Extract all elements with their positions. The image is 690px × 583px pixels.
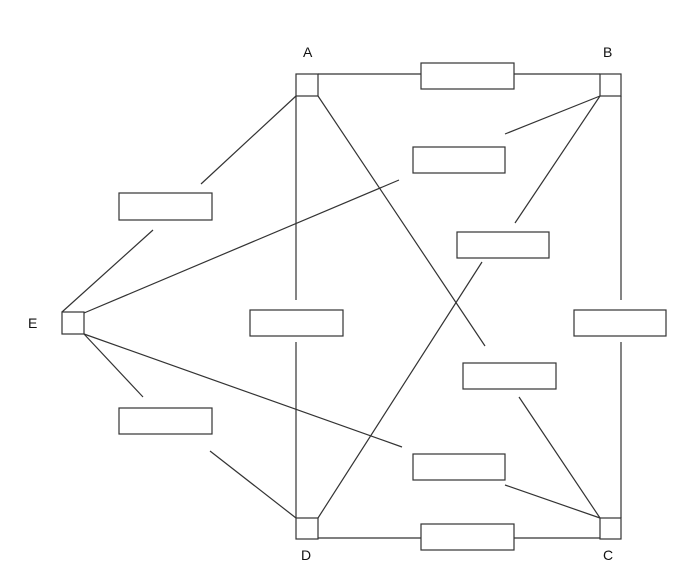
edge-e-c <box>504 484 601 519</box>
edge-e-d <box>83 333 144 398</box>
node-label-d: D <box>301 547 311 563</box>
edges <box>61 73 622 539</box>
edge-e-d <box>209 450 297 519</box>
edge-a-c <box>317 95 486 347</box>
node-c[interactable] <box>599 517 622 540</box>
label-box-e-b[interactable] <box>412 146 506 174</box>
node-e[interactable] <box>61 311 85 335</box>
label-box-b-d[interactable] <box>456 231 550 259</box>
node-label-a: A <box>303 44 313 60</box>
label-box-a-d[interactable] <box>249 309 344 337</box>
label-box-b-c[interactable] <box>573 309 667 337</box>
edge-e-a <box>200 95 297 185</box>
node-label-b: B <box>603 44 612 60</box>
label-box-e-d[interactable] <box>118 407 213 435</box>
node-label-e: E <box>28 315 37 331</box>
node-b[interactable] <box>599 73 622 97</box>
label-box-e-c[interactable] <box>412 453 506 481</box>
label-box-e-a[interactable] <box>118 192 213 221</box>
nodes <box>61 73 622 540</box>
edge-b-d <box>317 261 483 519</box>
edge-e-b <box>83 179 400 314</box>
label-box-a-b[interactable] <box>420 62 515 90</box>
label-box-d-c[interactable] <box>420 523 515 551</box>
edge-b-d <box>514 95 601 224</box>
node-a[interactable] <box>295 73 319 97</box>
node-labels: A B C D E <box>28 44 613 563</box>
edge-label-boxes <box>118 62 667 551</box>
node-label-c: C <box>603 547 613 563</box>
label-box-a-c[interactable] <box>462 362 557 390</box>
edge-e-a <box>61 229 154 313</box>
edge-a-c <box>518 396 601 519</box>
edge-e-c <box>83 333 403 448</box>
edge-e-b <box>504 95 601 135</box>
node-d[interactable] <box>295 517 319 540</box>
